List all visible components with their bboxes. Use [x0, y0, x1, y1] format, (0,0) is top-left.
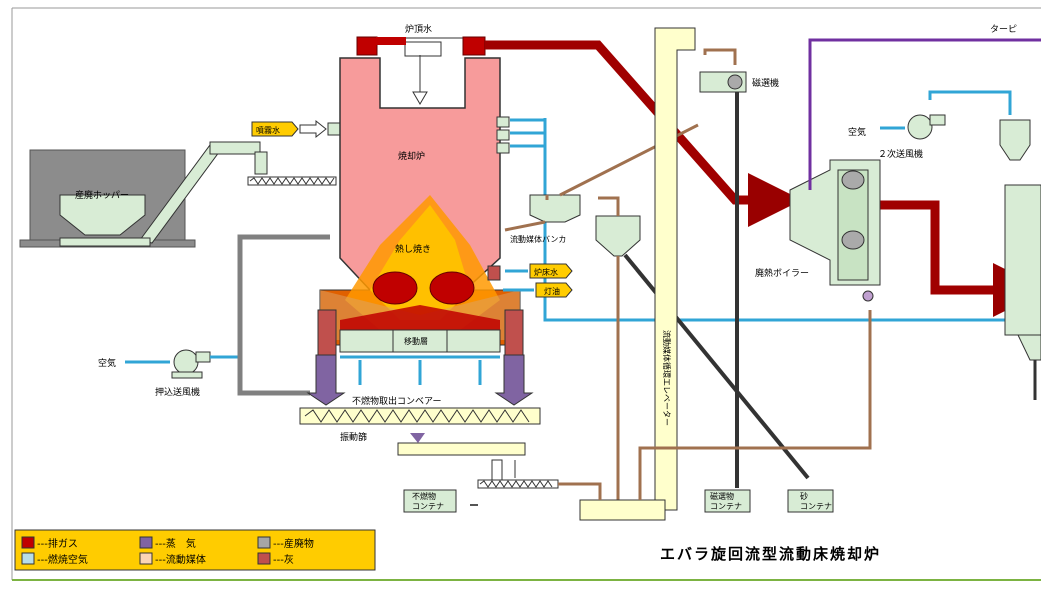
fluid-media-bunker: 流動媒体バンカ — [504, 194, 581, 244]
legend: ---排ガス ---蒸 気 ---産廃物 ---燃焼空気 ---流動媒体 ---灰 — [14, 529, 376, 571]
legend-swatch — [139, 536, 153, 549]
incinerator: 焼却炉 熱し焼き 移動層 — [317, 57, 524, 356]
nonflammable-conveyor-label: 不燃物取出コンベアー — [352, 395, 441, 407]
legend-label: ---灰 — [273, 553, 294, 566]
furnace-top-water-label: 炉頂水 — [405, 23, 432, 35]
spray-water-tag: 噴霧水 — [251, 119, 341, 139]
push-blower-label: 押込送風機 — [155, 386, 200, 398]
exhaust-gas-duct-2 — [880, 200, 1041, 317]
incinerator-label: 焼却炉 — [398, 150, 425, 162]
diagram-title: エバラ旋回流型流動床焼却炉 — [660, 545, 881, 563]
waste-hopper-label: 産廃ホッパー — [75, 189, 129, 201]
furnace-water-label: 炉床水 — [534, 267, 558, 277]
legend-swatch — [139, 552, 153, 565]
magnetic-separator: 磁選機 — [699, 71, 779, 93]
exhaust-gas-duct — [485, 40, 802, 227]
legend-label: ---流動媒体 — [155, 553, 206, 566]
air-right-label: 空気 — [848, 126, 866, 138]
nonflammable-container-label: 不燃物コンテナ — [412, 491, 444, 511]
legend-box — [14, 529, 376, 571]
water-down-arrow — [412, 91, 428, 105]
magnetic-separator-label: 磁選機 — [752, 77, 779, 89]
nonflammable-conveyor: 不燃物取出コンベアー — [299, 395, 541, 425]
sand-container-label: 砂コンテナ — [800, 491, 832, 511]
waste-return-line — [237, 234, 330, 396]
legend-swatch — [21, 536, 35, 549]
waste-heat-boiler: 廃熱ボイラー — [755, 159, 881, 302]
waste-hopper: 産廃ホッパー — [19, 141, 261, 248]
legend-swatch — [21, 552, 35, 565]
legend-swatch — [257, 552, 271, 565]
combustion-air-line — [543, 118, 1025, 322]
air-left-label: 空気 — [98, 357, 116, 369]
burner-label: 灯油 — [544, 286, 560, 296]
burner-tag: 灯油 — [503, 282, 573, 298]
turbine-label: ターピ — [990, 24, 1017, 35]
push-blower: 押込送風機 — [155, 349, 211, 398]
fluid-media-bunker-label: 流動媒体バンカ — [510, 234, 566, 244]
vibrating-screen-label: 振動篩 — [340, 431, 367, 443]
moving-layer-label: 移動層 — [404, 336, 428, 346]
legend-label: ---燃焼空気 — [37, 553, 88, 566]
fluid-media-elevator-label: 流動媒体循環エレベーター — [662, 330, 672, 426]
secondary-blower-label: ２次送風機 — [878, 148, 923, 160]
spray-water-label: 噴霧水 — [256, 125, 280, 135]
legend-label: ---産廃物 — [273, 537, 314, 550]
waste-heat-boiler-label: 廃熱ボイラー — [755, 267, 809, 279]
magnetic-container-label: 磁選物コンテナ — [710, 491, 742, 511]
combustion-zone-label: 熱し焼き — [395, 243, 431, 255]
magnetic-container: 磁選物コンテナ — [704, 489, 751, 513]
nonflammable-container: 不燃物コンテナ — [403, 489, 457, 513]
legend-swatch — [257, 536, 271, 549]
sand-container: 砂コンテナ — [787, 489, 834, 513]
legend-label: ---蒸 気 — [155, 537, 196, 550]
secondary-blower: ２次送風機 — [878, 114, 946, 160]
steam-line — [808, 38, 1041, 190]
fluid-media-elevator: 流動媒体循環エレベーター — [654, 27, 696, 511]
furnace-water-tag: 炉床水 — [505, 263, 573, 279]
legend-label: ---排ガス — [37, 537, 78, 550]
